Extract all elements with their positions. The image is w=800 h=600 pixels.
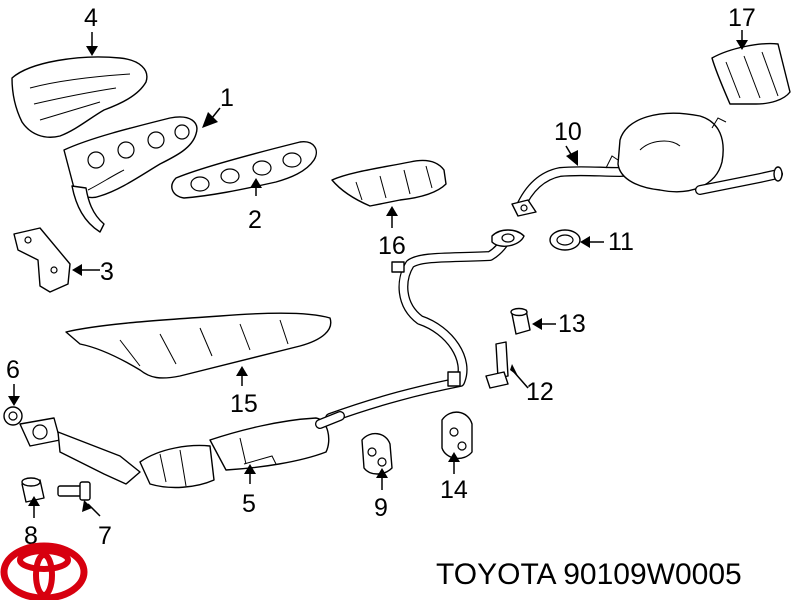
part-1-exhaust-manifold [63,116,198,233]
callout-6: 6 [6,356,20,384]
part-4-heat-insulator [11,56,148,138]
callout-3: 3 [100,258,114,286]
callout-5: 5 [242,490,256,518]
part-12-bolt [485,341,509,389]
part-7-bolt [57,481,91,501]
callout-8: 8 [24,522,38,550]
callout-7: 7 [98,522,112,550]
part-6-gasket [3,406,23,426]
logo-top-ellipse [17,548,71,572]
part-2-manifold-gasket [171,141,318,199]
callout-13: 13 [558,310,586,338]
part-14-hanger [441,411,473,459]
callout-14: 14 [440,476,468,504]
callout-10: 10 [554,118,582,146]
part-11-gasket [549,229,581,251]
flange [491,229,525,247]
part-3-bracket [13,227,71,293]
callout-17: 17 [728,4,756,32]
logo-center-ellipse [33,552,55,598]
callout-16: 16 [378,232,406,260]
callout-12: 12 [526,378,554,406]
part-17-heat-shield [711,42,791,105]
part-13-nut [510,307,531,335]
callout-4: 4 [84,4,98,32]
toyota-logo [0,542,88,600]
part-8-nut [21,477,45,503]
callout-9: 9 [374,494,388,522]
callout-1: 1 [220,84,234,112]
leader-arrows [8,30,748,518]
callout-2: 2 [248,206,262,234]
exhaust-pipe [325,231,513,423]
callout-11: 11 [608,228,634,256]
part-number-caption: TOYOTA 90109W0005 [436,558,742,591]
muffler [617,112,783,195]
part-9-hanger [361,433,393,475]
part-16-heat-shield [331,159,447,207]
part-5-catalytic-converter [19,411,345,489]
part-15-heat-shield [65,312,332,379]
callout-15: 15 [230,390,258,418]
